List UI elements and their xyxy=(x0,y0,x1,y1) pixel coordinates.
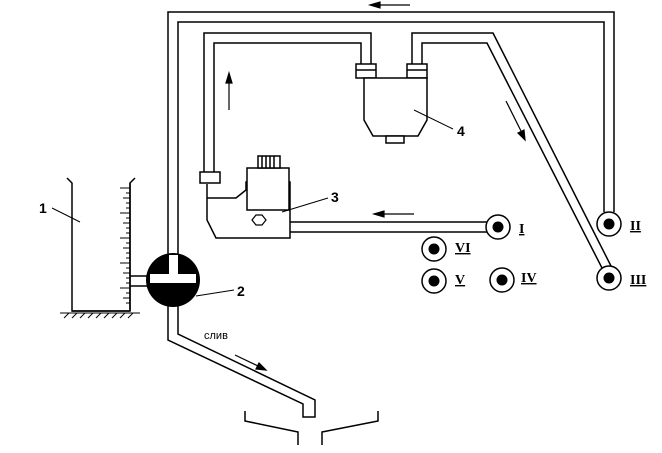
flow-arrow-up xyxy=(225,70,233,110)
port-6[interactable] xyxy=(421,236,447,262)
ground-hatch xyxy=(60,312,140,319)
pipe-block-to-port-1 xyxy=(290,221,488,233)
label-drain: слив xyxy=(204,330,228,342)
pipe-drain xyxy=(167,304,316,418)
cylinder-scale-ticks xyxy=(120,187,130,304)
label-port-5: V xyxy=(455,273,465,288)
label-port-1: I xyxy=(519,222,524,237)
label-component-3: 3 xyxy=(331,189,339,205)
port-3[interactable] xyxy=(596,265,622,291)
leader-lines xyxy=(51,109,454,297)
pipe-outer-loop xyxy=(167,11,615,255)
filter-unit xyxy=(355,63,428,144)
regulator-block xyxy=(199,155,291,239)
pipe-filter-to-port-3 xyxy=(411,32,613,269)
three-way-valve xyxy=(146,253,200,307)
flow-arrow-top xyxy=(367,1,410,9)
flow-arrow-diagonal xyxy=(505,100,526,142)
label-port-3: III xyxy=(630,273,646,288)
label-component-4: 4 xyxy=(457,123,465,139)
label-port-4: IV xyxy=(521,271,537,286)
port-2[interactable] xyxy=(596,211,622,237)
label-port-6: VI xyxy=(455,241,471,256)
flow-arrow-left xyxy=(371,210,414,218)
pipe-cylinder-to-valve xyxy=(130,275,148,287)
flow-arrow-drain xyxy=(234,354,268,371)
measuring-cylinder xyxy=(66,177,136,312)
port-5[interactable] xyxy=(421,268,447,294)
port-1[interactable] xyxy=(485,214,511,240)
label-component-2: 2 xyxy=(237,283,245,299)
label-component-1: 1 xyxy=(39,200,47,216)
pipe-to-filter xyxy=(203,32,372,172)
port-4[interactable] xyxy=(489,267,515,293)
drain-tray xyxy=(244,411,379,445)
label-port-2: II xyxy=(630,219,641,234)
